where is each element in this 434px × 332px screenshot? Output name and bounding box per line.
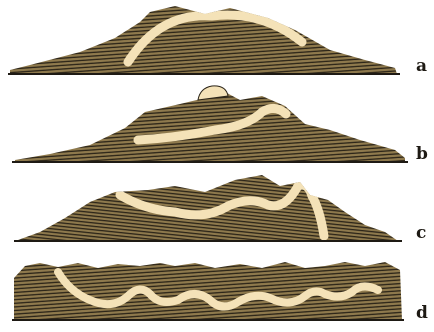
panel-b-overturned-fold bbox=[12, 86, 408, 162]
panel-c-landmass bbox=[18, 175, 398, 241]
panel-a-anticline bbox=[8, 6, 400, 74]
panel-d-complex-folds bbox=[12, 262, 404, 320]
panel-c-label: c bbox=[416, 225, 426, 242]
panel-d-label: d bbox=[416, 305, 428, 322]
panel-a-label: a bbox=[416, 58, 427, 75]
panel-b-label: b bbox=[416, 146, 428, 163]
panel-c-asymmetric-folds bbox=[14, 175, 402, 241]
